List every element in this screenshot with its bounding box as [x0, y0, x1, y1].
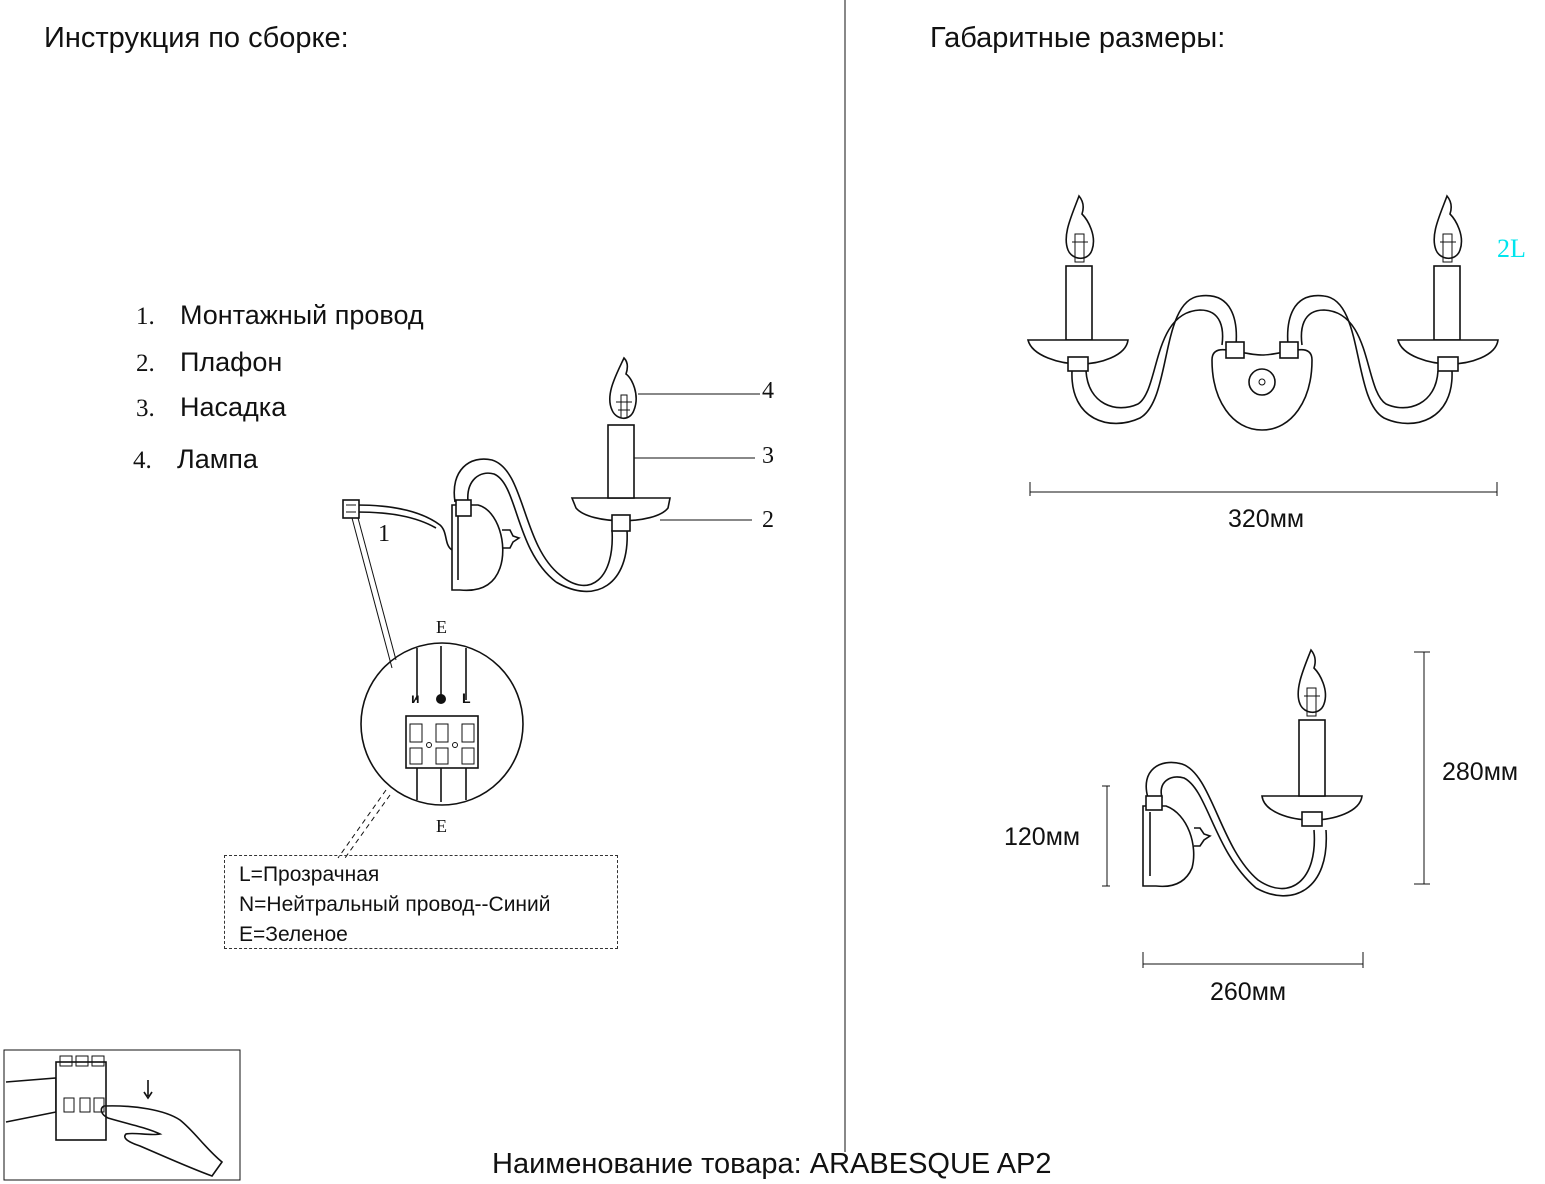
terminal-label-bottom: E [436, 816, 447, 836]
plate-height-dimension: 120мм [1004, 823, 1081, 851]
part-label: Монтажный провод [180, 300, 424, 330]
legend-line-l: L=Прозрачная [239, 863, 380, 886]
part-label: Лампа [177, 444, 258, 474]
width-1l-dimension: 260мм [1210, 978, 1287, 1006]
ground-symbol-icon [436, 694, 446, 704]
part-item-3: 3. Насадка [136, 392, 286, 423]
callout-1: 1 [378, 521, 390, 547]
callout-4: 4 [762, 378, 774, 404]
dimensions-heading: Габаритные размеры: [930, 22, 1226, 54]
terminal-label-n: и [411, 690, 420, 706]
part-item-4: 4. Лампа [133, 444, 258, 475]
terminal-label-top: E [436, 617, 447, 637]
assembly-heading: Инструкция по сборке: [44, 22, 349, 54]
width-2l-dimension: 320мм [1228, 505, 1305, 533]
part-item-2: 2. Плафон [136, 347, 282, 378]
part-number: 1. [136, 303, 155, 330]
part-item-1: 1. Монтажный провод [136, 300, 424, 331]
legend-line-n: N=Нейтральный провод--Синий [239, 893, 551, 916]
variant-label: 2L [1497, 234, 1526, 263]
part-number: 4. [133, 447, 152, 474]
part-number: 3. [136, 395, 155, 422]
part-label: Плафон [180, 347, 283, 377]
wire-legend: L=Прозрачная N=Нейтральный провод--Синий… [224, 855, 618, 949]
part-number: 2. [136, 350, 155, 377]
height-dimension: 280мм [1442, 758, 1519, 786]
callout-3: 3 [762, 443, 774, 469]
legend-line-e: E=Зеленое [239, 923, 348, 946]
callout-2: 2 [762, 507, 774, 533]
product-name: Наименование товара: ARABESQUE AP2 [492, 1148, 1052, 1180]
terminal-label-l: L [462, 690, 471, 706]
part-label: Насадка [180, 392, 287, 422]
